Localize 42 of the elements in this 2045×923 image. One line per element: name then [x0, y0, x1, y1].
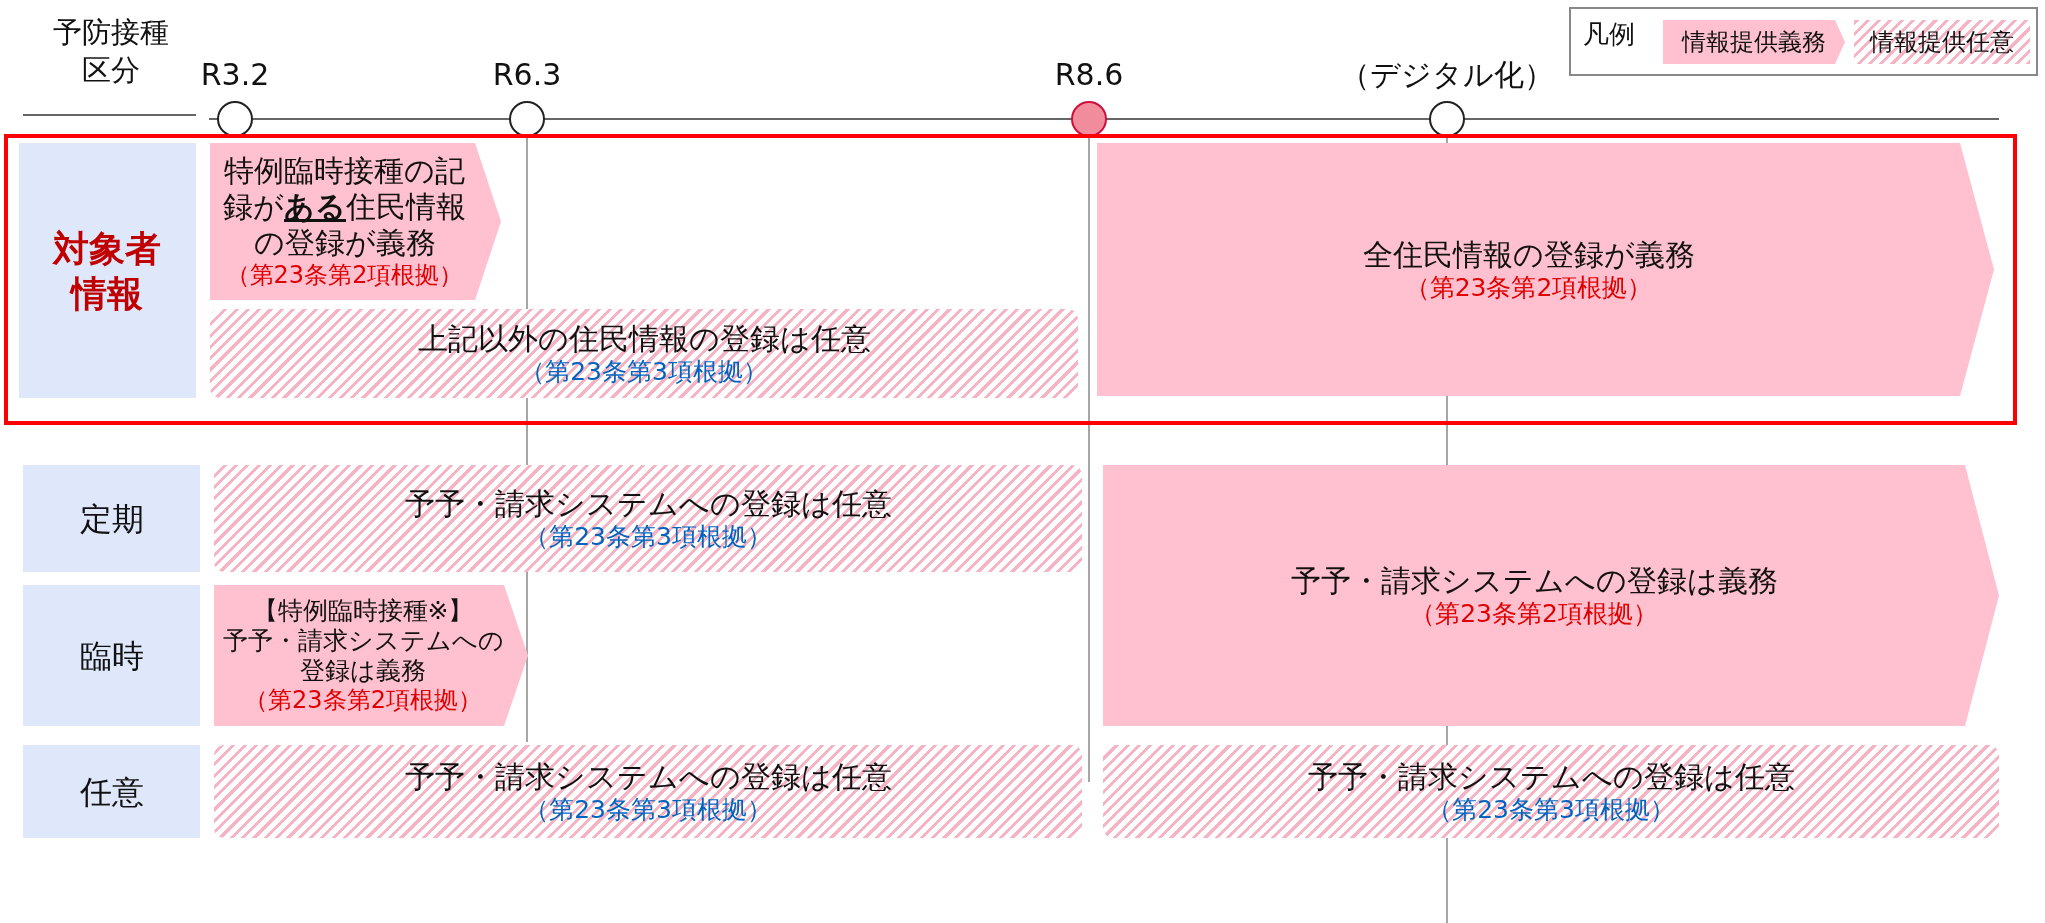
legal-basis-note: （第23条第2項根拠）	[244, 686, 482, 715]
highlight-frame	[4, 134, 2017, 425]
legal-basis-note: （第23条第3項根拠）	[524, 794, 772, 825]
milestone-label: （デジタル化）	[1339, 58, 1555, 91]
optional-band	[210, 309, 1078, 398]
category-label: 定期	[79, 498, 144, 539]
legend-text: 情報提供任意	[1868, 27, 2015, 58]
optional-band	[1103, 745, 1999, 838]
category-label: 臨時	[79, 635, 144, 676]
band-text: 予予・請求システムへの登録は義務	[1290, 562, 1778, 599]
legal-basis-note: （第23条第2項根拠）	[1410, 598, 1658, 629]
legal-basis-note: （第23条第3項根拠）	[520, 356, 768, 387]
band-text: 予予・請求システムへの登録は義務	[221, 626, 505, 687]
milestone-label: R6.3	[491, 58, 563, 91]
pentagon-band	[210, 143, 501, 300]
category-label: 対象者情報	[51, 226, 163, 316]
milestone-label: R8.6	[1053, 58, 1125, 91]
milestone-label: R3.2	[199, 58, 271, 91]
category-box	[23, 465, 200, 572]
band-text: 予予・請求システムへの登録は任意	[1307, 758, 1795, 795]
legend-title: 凡例	[1583, 18, 1635, 51]
legal-basis-note: （第23条第2項根拠）	[225, 261, 464, 290]
legend-text: 情報提供義務	[1680, 27, 1827, 58]
pentagon-band	[1103, 465, 1999, 726]
legal-basis-note: （第23条第3項根拠）	[1427, 794, 1675, 825]
category-label: 任意	[79, 771, 144, 812]
category-box	[23, 745, 200, 838]
category-box	[23, 585, 200, 726]
band-text: 予予・請求システムへの登録は任意	[404, 485, 892, 522]
category-box	[19, 143, 196, 398]
pentagon-band	[214, 585, 528, 726]
legal-basis-note: （第23条第3項根拠）	[524, 521, 772, 552]
band-text: 予予・請求システムへの登録は任意	[404, 758, 892, 795]
band-text: 【特例臨時接種※】	[252, 596, 474, 627]
band-text: 特例臨時接種の記録がある住民情報の登録が義務	[222, 153, 467, 262]
optional-band	[214, 465, 1082, 572]
band-text: 上記以外の住民情報の登録は任意	[417, 320, 871, 357]
legal-basis-note: （第23条第2項根拠）	[1404, 272, 1653, 303]
pentagon-band	[1097, 143, 1994, 396]
band-text: 全住民情報の登録が義務	[1362, 236, 1695, 273]
column-header: 予防接種区分	[52, 14, 170, 89]
optional-band	[214, 745, 1082, 838]
